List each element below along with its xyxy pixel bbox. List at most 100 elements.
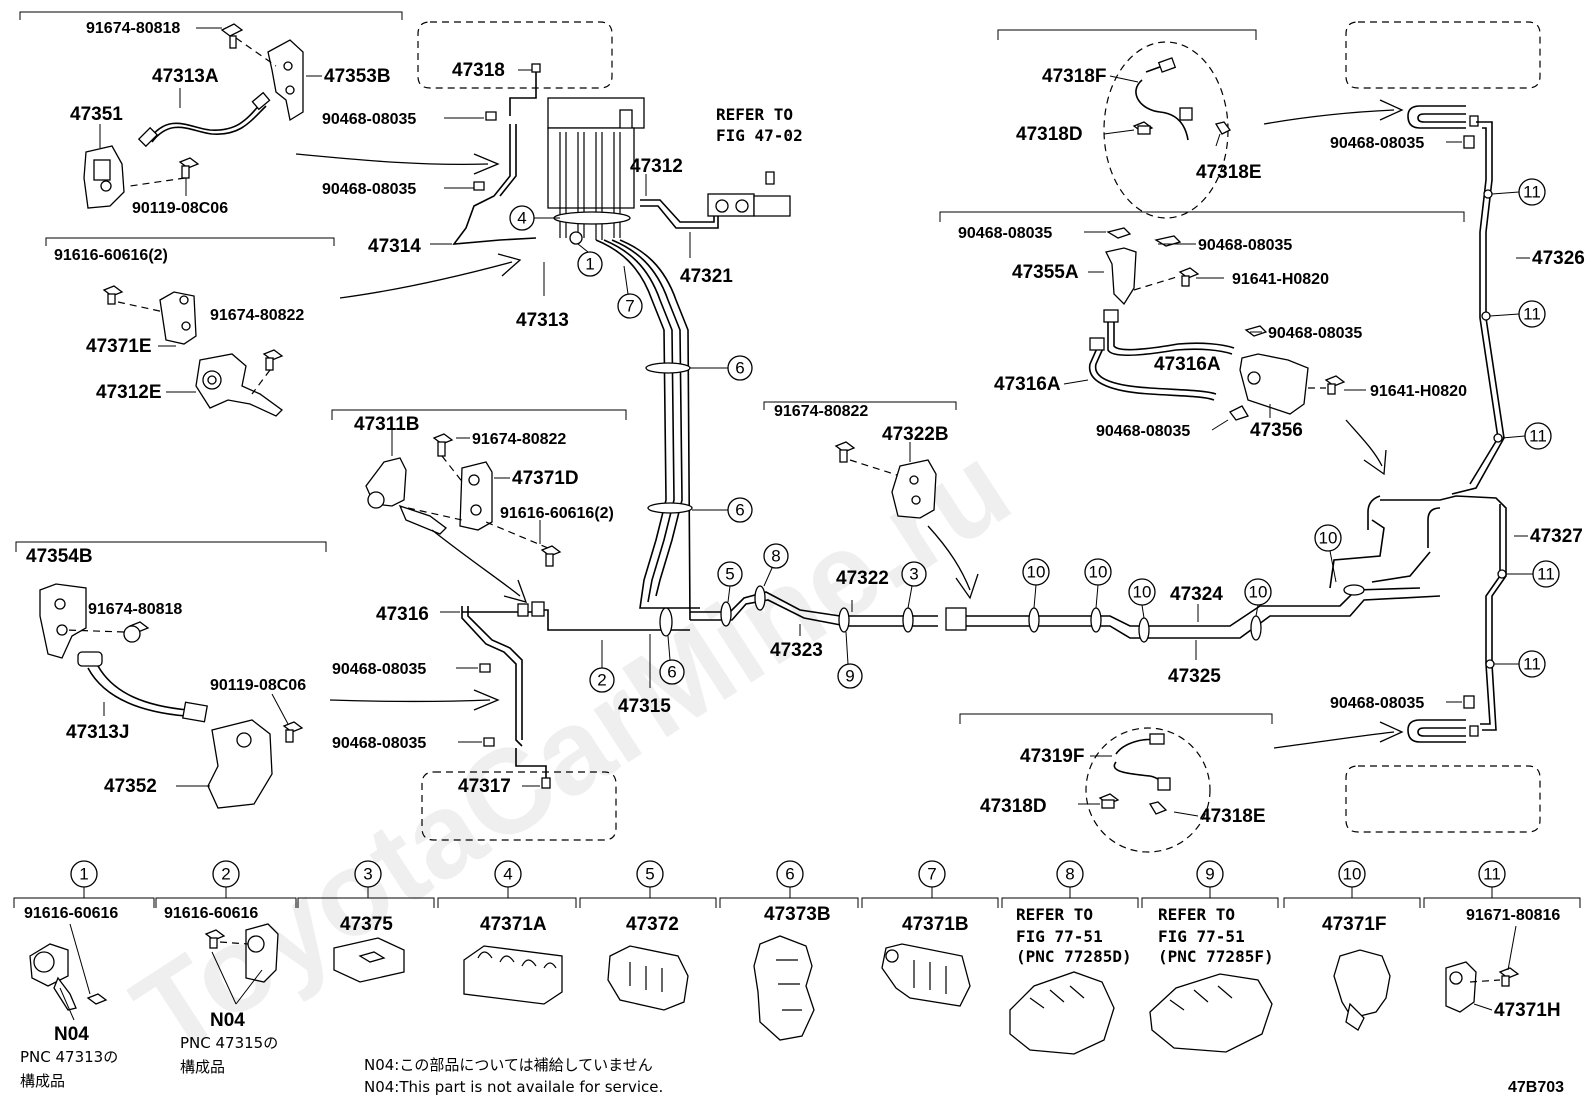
svg-text:10: 10 (1319, 529, 1338, 548)
label-90119-08C06: 90119-08C06 (132, 200, 228, 217)
label-47318D: 47318D (1016, 124, 1083, 145)
svg-text:10: 10 (1027, 563, 1046, 582)
legend-11-part-2: 47371H (1494, 1000, 1561, 1021)
svg-text:1: 1 (79, 865, 88, 884)
label-47324: 47324 (1170, 584, 1223, 605)
label-47318: 47318 (452, 60, 505, 81)
label-91616-60616-2: 91616-60616(2) (54, 247, 168, 264)
svg-text:10: 10 (1343, 865, 1362, 884)
label-47322B: 47322B (882, 424, 949, 445)
label-47316A: 47316A (1154, 354, 1221, 375)
label-90468-08035: 90468-08035 (322, 111, 416, 128)
callout-9: 9 (837, 631, 863, 689)
group-47311B: 47311B 91674-80822 47371D 91616-60616(2) (331, 409, 627, 603)
label-90468-08035: 90468-08035 (1268, 325, 1362, 342)
label-47371D: 47371D (512, 468, 579, 489)
label-90468-08035: 90468-08035 (1330, 695, 1424, 712)
label-47325: 47325 (1168, 666, 1221, 687)
refer-to-text: REFER TO (716, 105, 793, 124)
group-front-right-hose: 47318F 47318D 47318E 90468-08035 (997, 21, 1541, 219)
label-91674-80822: 91674-80822 (774, 403, 868, 420)
label-47313J: 47313J (66, 722, 129, 743)
legend-item-2: 2 91616-60616 N04 PNC 47315の 構成品 (155, 860, 297, 1076)
legend-item-11: 11 91671-80816 47371H (1423, 860, 1581, 1021)
legend-2-part: 91616-60616 (164, 905, 258, 922)
callout-11-b: 11 (1489, 300, 1546, 328)
legend-1-sub: N04 (54, 1024, 89, 1045)
callout-10-d: 10 (1244, 578, 1272, 617)
label-90468-08035: 90468-08035 (1330, 135, 1424, 152)
callout-2: 2 (589, 640, 615, 693)
label-47312: 47312 (630, 156, 683, 177)
label-47351: 47351 (70, 104, 123, 125)
svg-text:8: 8 (1065, 865, 1074, 884)
svg-text:11: 11 (1537, 565, 1555, 584)
callout-7: 7 (617, 265, 643, 319)
callout-4: 4 (509, 205, 560, 231)
label-47326: 47326 (1532, 248, 1585, 269)
svg-text:10: 10 (1249, 583, 1268, 602)
callout-10-b: 10 (1084, 558, 1112, 609)
label-47318E: 47318E (1196, 162, 1262, 183)
legend-item-5: 5 47372 (579, 860, 717, 1011)
callout-6-c: 6 (659, 635, 685, 685)
svg-text:8: 8 (771, 547, 780, 566)
callout-1: 1 (577, 243, 603, 277)
legend-3-part: 47375 (340, 914, 393, 935)
svg-text:7: 7 (927, 865, 936, 884)
callout-11-c: 11 (1501, 422, 1552, 450)
svg-text:2: 2 (221, 865, 230, 884)
label-47371E: 47371E (86, 336, 152, 357)
label-47316: 47316 (376, 604, 429, 625)
figure-code: 47B703 (1508, 1079, 1564, 1096)
callouts: 4 1 7 6 6 6 2 5 8 3 9 10 10 10 10 10 11 … (509, 178, 1560, 693)
legend-10-part: 47371F (1322, 914, 1386, 935)
label-91674-80822: 91674-80822 (472, 431, 566, 448)
label-47315: 47315 (618, 696, 671, 717)
svg-text:3: 3 (363, 865, 372, 884)
legend-8-ref-3: (PNC 77285D) (1016, 947, 1132, 966)
legend-item-3: 3 47375 (297, 860, 435, 983)
svg-text:4: 4 (503, 865, 512, 884)
legend-item-9: 9 REFER TO FIG 77-51 (PNC 77285F) (1141, 860, 1279, 1053)
svg-text:11: 11 (1483, 865, 1501, 884)
label-47313A: 47313A (152, 66, 219, 87)
label-90468-08035: 90468-08035 (332, 661, 426, 678)
svg-text:6: 6 (735, 359, 744, 378)
label-90468-08035: 90468-08035 (1198, 237, 1292, 254)
legend-9-ref-1: REFER TO (1158, 905, 1235, 924)
legend-item-10: 10 47371F (1283, 860, 1421, 1031)
label-47314: 47314 (368, 236, 421, 257)
legend-8-ref-2: FIG 77-51 (1016, 927, 1103, 946)
legend-5-part: 47372 (626, 914, 679, 935)
callout-11-a: 11 (1491, 178, 1546, 206)
label-47352: 47352 (104, 776, 157, 797)
svg-text:5: 5 (645, 865, 654, 884)
legend-item-4: 4 47371A (437, 860, 577, 1005)
label-47323: 47323 (770, 640, 823, 661)
refer-fig-text: FIG 47-02 (716, 126, 803, 145)
legend-6-part: 47373B (764, 904, 831, 925)
legend-1-pnc: PNC 47313の (20, 1048, 118, 1066)
group-rear-left-hose: 47354B 91674-80818 47313J 90119-08C06 47… (15, 541, 500, 809)
label-47356: 47356 (1250, 420, 1303, 441)
callout-3: 3 (901, 561, 927, 609)
svg-text:9: 9 (1205, 865, 1214, 884)
label-91674-80818: 91674-80818 (86, 20, 180, 37)
callout-8: 8 (763, 543, 789, 587)
svg-text:11: 11 (1523, 655, 1541, 674)
group-front-left-hose: 91674-80818 47313A 47353B 47351 90119-08… (19, 11, 500, 217)
callout-11-e: 11 (1494, 650, 1546, 678)
svg-text:6: 6 (785, 865, 794, 884)
label-90468-08035: 90468-08035 (1096, 423, 1190, 440)
label-47312E: 47312E (96, 382, 162, 403)
label-47327: 47327 (1530, 526, 1583, 547)
svg-text:5: 5 (725, 565, 734, 584)
label-47318D: 47318D (980, 796, 1047, 817)
legend-1-jp: 構成品 (20, 1072, 65, 1090)
group-master-cylinder: 47318 90468-08035 90468-08035 47312 4731… (322, 21, 803, 331)
legend-11-part: 91671-80816 (1466, 907, 1560, 924)
legend-2-sub: N04 (210, 1010, 245, 1031)
legend-7-part: 47371B (902, 914, 969, 935)
